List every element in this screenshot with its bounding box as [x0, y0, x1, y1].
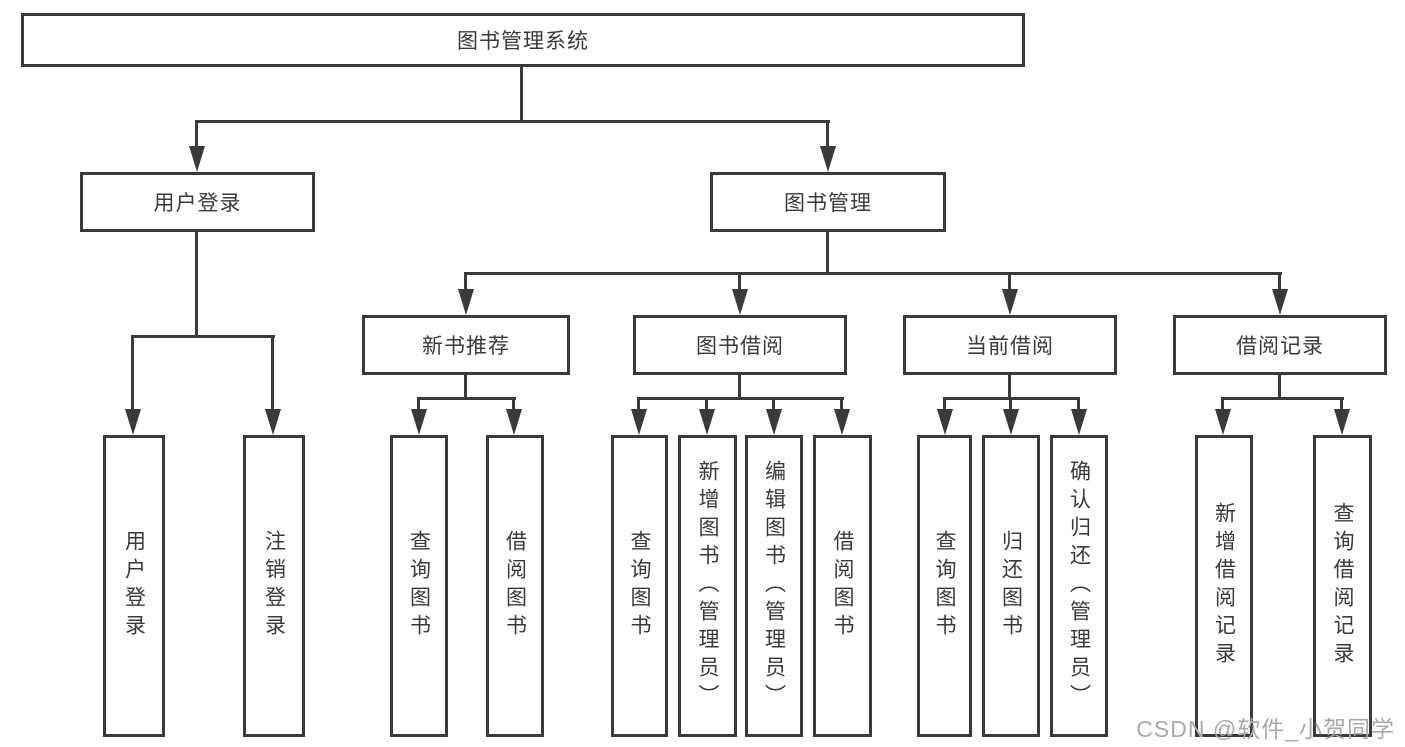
- connector-bb-edit-line: [772, 397, 775, 413]
- arrow-to-rec-query-icon: [411, 409, 427, 435]
- leaf-current-return-books-label: 归还图书: [999, 530, 1023, 642]
- node-user-login: 用户登录: [80, 172, 315, 232]
- connector-book-management-branch: [465, 272, 1282, 275]
- arrow-to-cb-query-icon: [937, 409, 953, 435]
- connector-new-book-line: [464, 272, 467, 294]
- arrow-to-bb-query-icon: [631, 409, 647, 435]
- arrow-to-current-borrow-icon: [1002, 289, 1018, 315]
- arrow-to-borrow-records-icon: [1272, 289, 1288, 315]
- leaf-borrow-add-books-admin-label: 新增图书（管理员）: [696, 460, 719, 712]
- connector-new-book-branch: [417, 397, 516, 400]
- connector-bb-add-line: [705, 397, 708, 413]
- connector-cb-return-line: [1009, 397, 1012, 413]
- arrow-to-rec-borrow-icon: [506, 409, 522, 435]
- leaf-records-add-record: 新增借阅记录: [1195, 435, 1253, 737]
- node-root-label: 图书管理系统: [457, 30, 589, 53]
- arrow-to-leaf-login-icon: [125, 409, 141, 435]
- connector-br-query-line: [1340, 397, 1343, 413]
- connector-rec-borrow-line: [512, 397, 515, 413]
- leaf-user-login: 用户登录: [103, 435, 165, 737]
- connector-book-borrow-branch: [638, 397, 844, 400]
- leaf-recommend-borrow-books: 借阅图书: [486, 435, 544, 737]
- leaf-current-query-books: 查询图书: [917, 435, 972, 737]
- connector-borrow-records-line: [1278, 272, 1281, 294]
- node-root: 图书管理系统: [21, 13, 1025, 67]
- node-user-login-label: 用户登录: [153, 192, 242, 215]
- leaf-borrow-query-books: 查询图书: [611, 435, 668, 737]
- arrow-to-br-query-icon: [1334, 409, 1350, 435]
- leaf-logout-label: 注销登录: [262, 530, 286, 642]
- node-book-management-label: 图书管理: [784, 192, 872, 215]
- leaf-borrow-edit-books-admin-label: 编辑图书（管理员）: [762, 460, 786, 712]
- arrow-to-new-book-icon: [458, 289, 474, 315]
- connector-leaf-login-line: [131, 335, 134, 411]
- connector-root-branch: [196, 120, 830, 123]
- node-current-borrow-label: 当前借阅: [966, 335, 1054, 358]
- node-new-book-recommend-label: 新书推荐: [422, 335, 510, 358]
- connector-bb-query-line: [637, 397, 640, 413]
- connector-current-borrow-line: [1008, 272, 1011, 294]
- node-borrow-records-label: 借阅记录: [1236, 335, 1324, 358]
- connector-user-login-line: [195, 120, 198, 152]
- leaf-current-query-books-label: 查询图书: [933, 530, 956, 642]
- arrow-to-book-borrow-icon: [732, 289, 748, 315]
- arrow-to-leaf-logout-icon: [265, 409, 281, 435]
- connector-book-management-stub: [826, 232, 829, 274]
- leaf-borrow-add-books-admin: 新增图书（管理员）: [678, 435, 737, 737]
- node-new-book-recommend: 新书推荐: [362, 315, 570, 375]
- leaf-records-query-record: 查询借阅记录: [1313, 435, 1372, 737]
- connector-br-add-line: [1221, 397, 1224, 413]
- leaf-records-add-record-label: 新增借阅记录: [1212, 502, 1236, 670]
- node-borrow-records: 借阅记录: [1173, 315, 1387, 375]
- csdn-watermark: CSDN @软件_小贺同学: [1136, 716, 1395, 742]
- node-book-borrow-label: 图书借阅: [696, 335, 784, 358]
- connector-user-login-stub: [195, 232, 198, 337]
- arrow-to-br-add-icon: [1215, 409, 1231, 435]
- connector-borrow-records-stub: [1278, 375, 1281, 399]
- connector-user-login-branch: [132, 335, 275, 338]
- arrow-to-user-login-icon: [189, 146, 205, 172]
- connector-bb-borrow-line: [840, 397, 843, 413]
- leaf-borrow-borrow-books: 借阅图书: [813, 435, 872, 737]
- leaf-recommend-query-books: 查询图书: [390, 435, 448, 737]
- leaf-borrow-query-books-label: 查询图书: [628, 530, 651, 642]
- leaf-recommend-query-books-label: 查询图书: [407, 530, 431, 642]
- leaf-current-confirm-return-admin-label: 确认归还（管理员）: [1067, 460, 1091, 712]
- connector-leaf-logout-line: [271, 335, 274, 411]
- connector-book-borrow-line: [738, 272, 741, 294]
- connector-rec-query-line: [417, 397, 420, 413]
- arrow-to-book-management-icon: [820, 146, 836, 172]
- leaf-user-login-label: 用户登录: [122, 530, 146, 642]
- leaf-records-query-record-label: 查询借阅记录: [1331, 502, 1354, 670]
- connector-book-management-line: [826, 120, 829, 152]
- connector-current-borrow-stub: [1008, 375, 1011, 399]
- leaf-borrow-edit-books-admin: 编辑图书（管理员）: [745, 435, 803, 737]
- connector-cb-query-line: [943, 397, 946, 413]
- node-book-management: 图书管理: [710, 172, 946, 232]
- connector-book-borrow-stub: [738, 375, 741, 399]
- arrow-to-cb-confirm-icon: [1071, 409, 1087, 435]
- node-current-borrow: 当前借阅: [903, 315, 1117, 375]
- leaf-borrow-borrow-books-label: 借阅图书: [831, 530, 854, 642]
- arrow-to-bb-borrow-icon: [834, 409, 850, 435]
- connector-new-book-stub: [464, 375, 467, 399]
- leaf-current-confirm-return-admin: 确认归还（管理员）: [1050, 435, 1108, 737]
- connector-borrow-records-branch: [1222, 397, 1344, 400]
- arrow-to-bb-add-icon: [699, 409, 715, 435]
- arrow-to-cb-return-icon: [1003, 409, 1019, 435]
- connector-cb-confirm-line: [1077, 397, 1080, 413]
- arrow-to-bb-edit-icon: [766, 409, 782, 435]
- leaf-logout: 注销登录: [243, 435, 305, 737]
- node-book-borrow: 图书借阅: [633, 315, 847, 375]
- connector-root-stub: [520, 67, 523, 122]
- leaf-current-return-books: 归还图书: [982, 435, 1040, 737]
- leaf-recommend-borrow-books-label: 借阅图书: [503, 530, 527, 642]
